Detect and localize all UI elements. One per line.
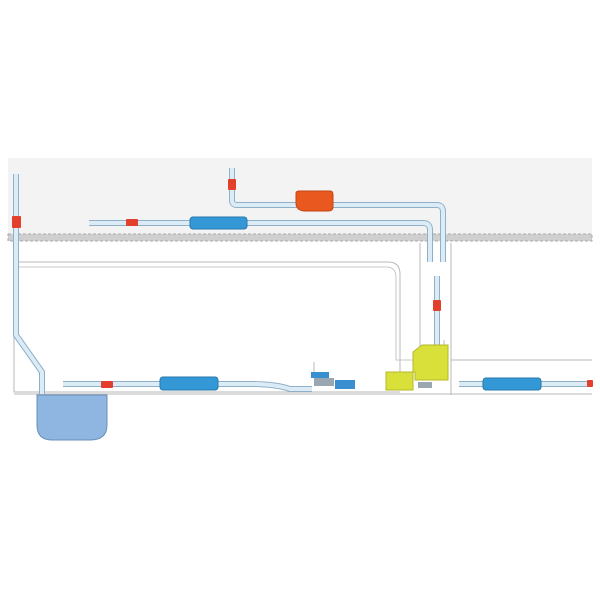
roof-pump-icon bbox=[295, 190, 334, 212]
valves bbox=[12, 179, 593, 388]
filter-icon bbox=[482, 377, 542, 391]
wall-pump-icon bbox=[385, 340, 449, 391]
filter-icon bbox=[189, 216, 248, 230]
valve-icon bbox=[12, 216, 21, 228]
pipe-left-riser bbox=[14, 174, 44, 394]
filter-icon bbox=[159, 376, 219, 391]
room-unit-outline bbox=[13, 261, 401, 393]
ceiling-slab bbox=[7, 233, 593, 242]
pipe-lower-left bbox=[63, 382, 312, 391]
valve-icon bbox=[101, 381, 113, 388]
inline-pump-icon bbox=[311, 362, 355, 389]
room-unit-inner bbox=[18, 266, 420, 361]
filters bbox=[159, 216, 542, 391]
valve-icon bbox=[228, 179, 236, 190]
valve-icon bbox=[126, 219, 138, 226]
condensate-tank-icon bbox=[36, 394, 108, 441]
valve-icon bbox=[433, 300, 441, 311]
pipe-upper-lower bbox=[89, 221, 432, 262]
valve-icon bbox=[587, 380, 593, 387]
pipe-upper-top bbox=[230, 168, 445, 262]
